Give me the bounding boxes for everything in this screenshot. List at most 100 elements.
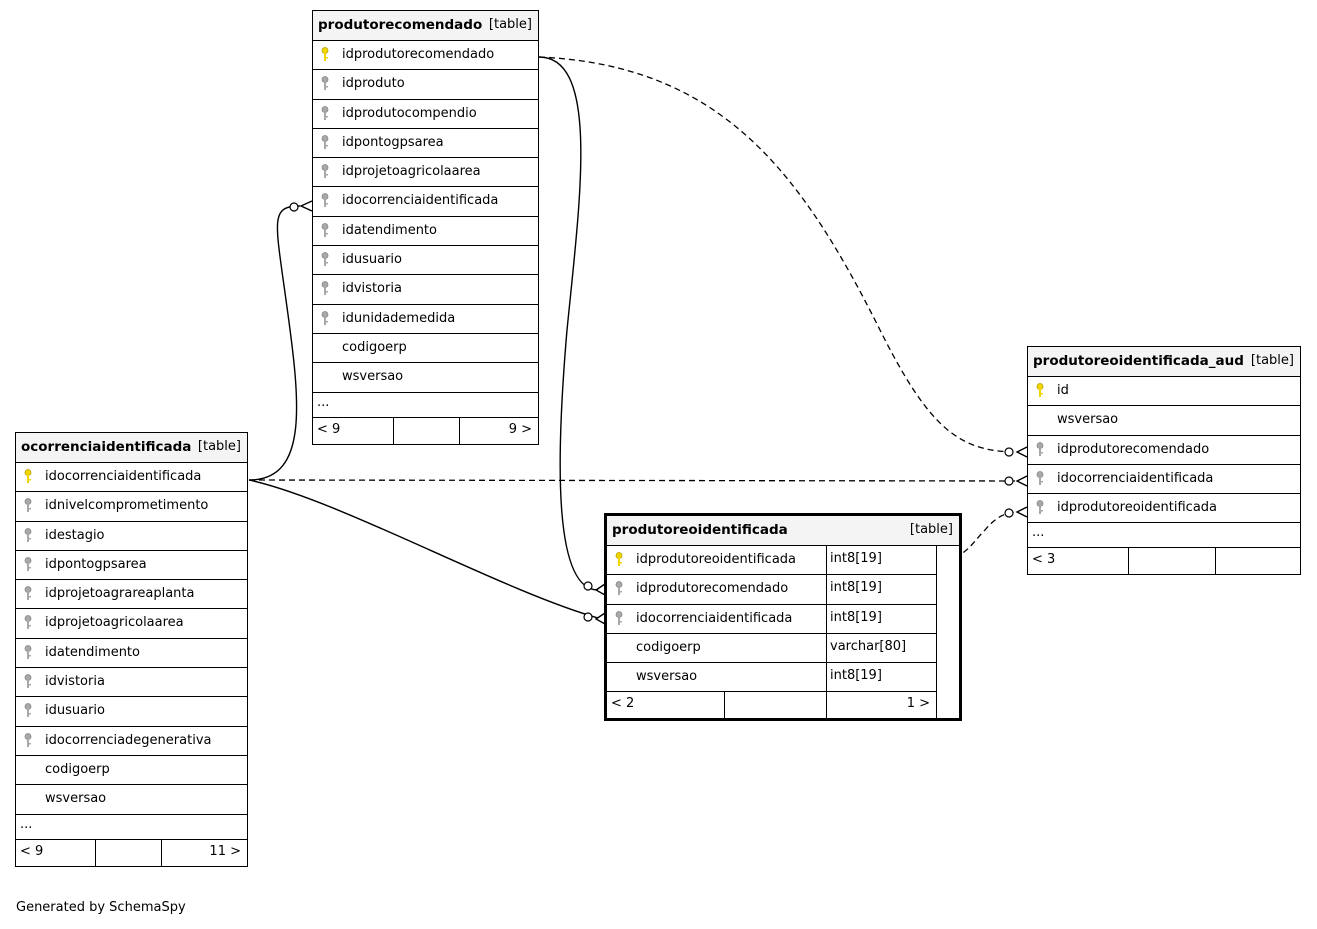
table-footer: < 9 11 >: [16, 839, 247, 866]
column-row[interactable]: idprojetoagricolaarea: [313, 158, 538, 188]
foreign-key-icon: [615, 610, 623, 625]
column-name: wsversao: [1057, 412, 1119, 428]
foreign-key-icon: [321, 134, 329, 149]
foreign-key-icon: [321, 105, 329, 120]
foreign-key-icon: [321, 164, 329, 179]
link-ocorrencia-to-produtoreo-crowfoot-icon: [594, 612, 606, 625]
column-row[interactable]: idocorrenciadegenerativa: [16, 727, 247, 756]
more-columns[interactable]: ...: [1028, 523, 1300, 549]
link-ocorrencia-to-produtoreo: [248, 479, 599, 619]
link-ocorrencia-to-aud-crowfoot-icon: [1015, 475, 1028, 487]
table-header: produtorecomendado [table]: [313, 11, 538, 41]
column-row[interactable]: codigoerp varchar[80]: [607, 633, 936, 664]
table-kind: [table]: [909, 522, 953, 537]
footer-divider: [459, 417, 460, 444]
column-name: idusuario: [342, 252, 402, 268]
footer-divider: [95, 839, 96, 866]
ellipsis: ...: [20, 816, 33, 832]
children-count[interactable]: 1 >: [906, 696, 930, 712]
link-ocorrencia-to-produtorecomendado-crowfoot-icon: [299, 200, 313, 212]
table-ocorrenciaidentificada[interactable]: ocorrenciaidentificada [table] idocorren…: [15, 432, 248, 867]
column-row[interactable]: idnivelcomprometimento: [16, 492, 247, 522]
column-row[interactable]: idocorrenciaidentificada int8[19]: [607, 604, 936, 634]
column-row[interactable]: idvistoria: [313, 275, 538, 305]
column-row[interactable]: idprodutoreoidentificada: [1028, 494, 1300, 524]
more-columns[interactable]: ...: [16, 815, 247, 840]
column-row[interactable]: wsversao: [313, 363, 538, 393]
table-produtoreoidentificada-aud[interactable]: produtoreoidentificada_aud [table] id wsv…: [1027, 346, 1301, 576]
link-ocorrencia-to-produtorecomendado: [248, 205, 301, 481]
primary-key-icon: [321, 47, 329, 61]
parents-count[interactable]: < 9: [317, 421, 341, 437]
column-name: wsversao: [342, 369, 404, 385]
table-produtorecomendado[interactable]: produtorecomendado [table] idprodutoreco…: [312, 10, 539, 445]
link-produtorecomendado-to-aud-crowfoot-icon: [1015, 446, 1028, 458]
foreign-key-icon: [615, 581, 623, 596]
column-name: idprojetoagricolaarea: [342, 164, 481, 180]
more-columns[interactable]: ...: [313, 393, 538, 418]
column-row[interactable]: idprodutocompendio: [313, 100, 538, 129]
column-name: idprojetoagrareaplanta: [45, 586, 195, 602]
column-row[interactable]: idpontogpsarea: [313, 129, 538, 159]
column-row[interactable]: idprojetoagricolaarea: [16, 609, 247, 639]
table-header: produtoreoidentificada_aud [table]: [1028, 347, 1300, 377]
column-row[interactable]: idpontogpsarea: [16, 551, 247, 581]
children-count[interactable]: 11 >: [209, 843, 241, 859]
column-row[interactable]: idusuario: [313, 246, 538, 276]
column-row[interactable]: idocorrenciaidentificada: [16, 463, 247, 493]
column-name: id: [1057, 383, 1069, 398]
children-count[interactable]: 9 >: [508, 421, 532, 437]
column-row[interactable]: idunidademedida: [313, 305, 538, 334]
foreign-key-icon: [321, 193, 329, 208]
table-produtoreoidentificada[interactable]: produtoreoidentificada [table] idproduto…: [604, 513, 962, 722]
column-row[interactable]: idprojetoagrareaplanta: [16, 580, 247, 610]
column-row[interactable]: id: [1028, 377, 1300, 407]
column-row[interactable]: codigoerp: [313, 334, 538, 364]
column-type: int8[19]: [826, 604, 936, 633]
column-row[interactable]: wsversao: [16, 785, 247, 815]
column-row[interactable]: idprodutorecomendado: [1028, 436, 1300, 465]
column-name: idprodutocompendio: [342, 105, 477, 121]
column-name: idproduto: [342, 76, 405, 92]
column-name: idestagio: [45, 527, 105, 543]
column-row[interactable]: idproduto: [313, 70, 538, 100]
link-produtorecomendado-to-produtoreo-optional-icon: [583, 581, 593, 591]
column-name: codigoerp: [342, 339, 407, 355]
column-row[interactable]: codigoerp: [16, 756, 247, 786]
parents-count[interactable]: < 2: [611, 696, 635, 712]
foreign-key-icon: [321, 281, 329, 296]
column-row[interactable]: idusuario: [16, 697, 247, 727]
column-row[interactable]: idestagio: [16, 522, 247, 551]
footer-divider: [1215, 548, 1216, 575]
column-row[interactable]: idvistoria: [16, 668, 247, 698]
column-row[interactable]: idprodutorecomendado: [313, 41, 538, 71]
column-row[interactable]: idocorrenciaidentificada: [313, 187, 538, 217]
table-footer: < 9 9 >: [313, 417, 538, 444]
parents-count[interactable]: < 3: [1032, 552, 1056, 568]
column-row[interactable]: idocorrenciaidentificada: [1028, 465, 1300, 495]
column-type: varchar[80]: [826, 633, 936, 663]
column-name: idprojetoagricolaarea: [45, 615, 184, 631]
column-name: idunidademedida: [342, 310, 456, 326]
foreign-key-icon: [1036, 470, 1044, 485]
table-kind: [table]: [1250, 353, 1294, 368]
column-name: codigoerp: [636, 639, 701, 655]
column-row[interactable]: idatendimento: [16, 639, 247, 669]
column-name: idocorrenciaidentificada: [636, 610, 793, 626]
foreign-key-icon: [24, 586, 32, 601]
foreign-key-icon: [321, 310, 329, 325]
column-name: idocorrenciaidentificada: [45, 469, 202, 484]
footer-divider: [724, 692, 725, 719]
parents-count[interactable]: < 9: [20, 843, 44, 859]
column-row[interactable]: idatendimento: [313, 217, 538, 247]
column-name: codigoerp: [45, 761, 110, 777]
footer-divider: [393, 417, 394, 444]
column-row[interactable]: wsversao: [1028, 406, 1300, 436]
column-type: int8[19]: [826, 575, 936, 604]
foreign-key-icon: [24, 498, 32, 513]
